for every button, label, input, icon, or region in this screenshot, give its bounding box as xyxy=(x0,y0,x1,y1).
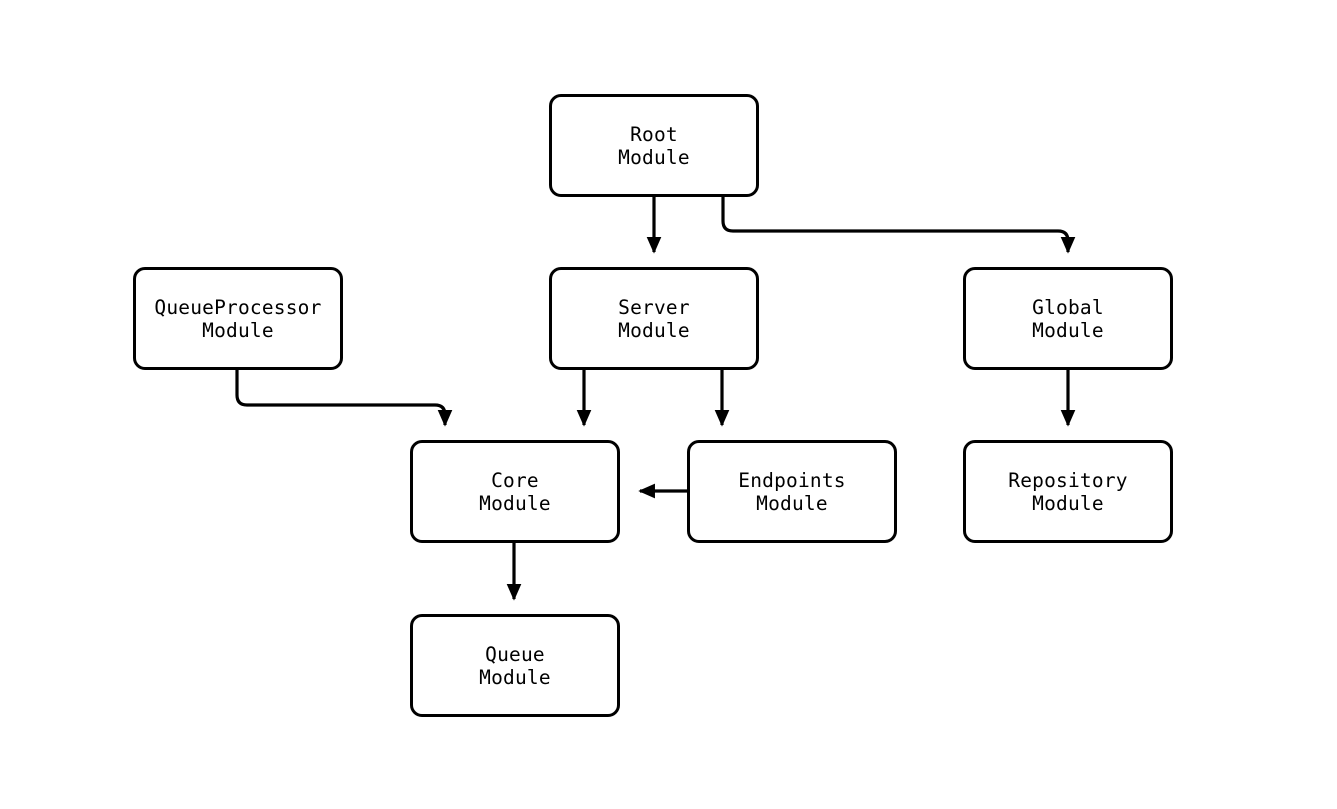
node-label-root: Root Module xyxy=(618,122,690,169)
node-label-core: Core Module xyxy=(479,468,551,515)
edge-root-global xyxy=(721,197,1076,254)
node-queue[interactable]: Queue Module xyxy=(410,614,620,717)
node-repository[interactable]: Repository Module xyxy=(963,440,1173,543)
node-core[interactable]: Core Module xyxy=(410,440,620,543)
node-global[interactable]: Global Module xyxy=(963,267,1173,370)
edge-queueprocessor-core xyxy=(235,370,453,427)
node-queueprocessor[interactable]: QueueProcessor Module xyxy=(133,267,343,370)
node-label-queue: Queue Module xyxy=(479,642,551,689)
node-endpoints[interactable]: Endpoints Module xyxy=(687,440,897,543)
node-label-endpoints: Endpoints Module xyxy=(738,468,846,515)
node-root[interactable]: Root Module xyxy=(549,94,759,197)
node-label-repository: Repository Module xyxy=(1008,468,1128,515)
node-label-queueprocessor: QueueProcessor Module xyxy=(154,295,322,342)
node-label-server: Server Module xyxy=(618,295,690,342)
node-server[interactable]: Server Module xyxy=(549,267,759,370)
node-label-global: Global Module xyxy=(1032,295,1104,342)
